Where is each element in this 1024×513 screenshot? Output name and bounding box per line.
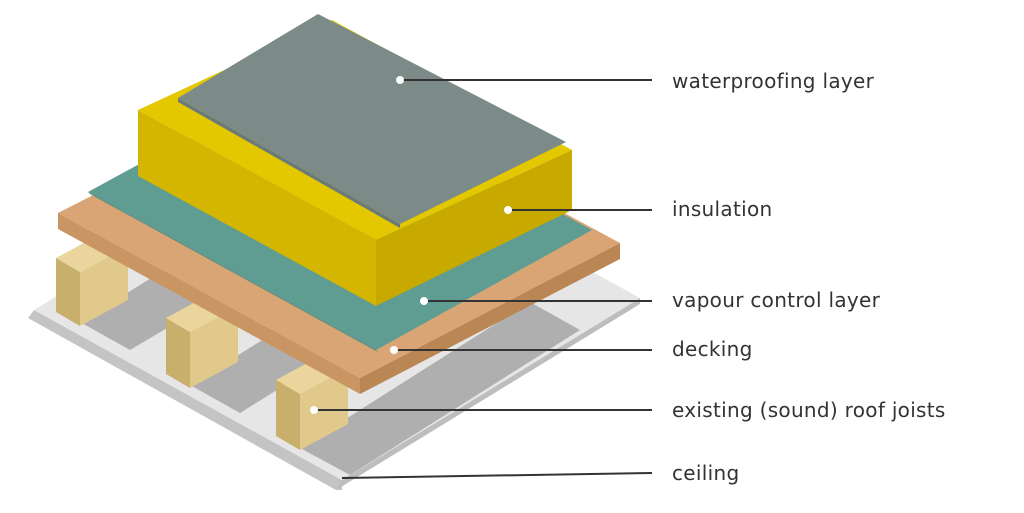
label-decking: decking — [672, 337, 753, 361]
label-waterproofing-layer: waterproofing layer — [672, 69, 875, 93]
label-roof-joists: existing (sound) roof joists — [672, 398, 946, 422]
label-ceiling: ceiling — [672, 461, 740, 485]
waterproofing-layer — [178, 14, 566, 228]
leader-lines — [310, 76, 653, 479]
label-vapour-control-layer: vapour control layer — [672, 288, 881, 312]
label-insulation: insulation — [672, 197, 773, 221]
